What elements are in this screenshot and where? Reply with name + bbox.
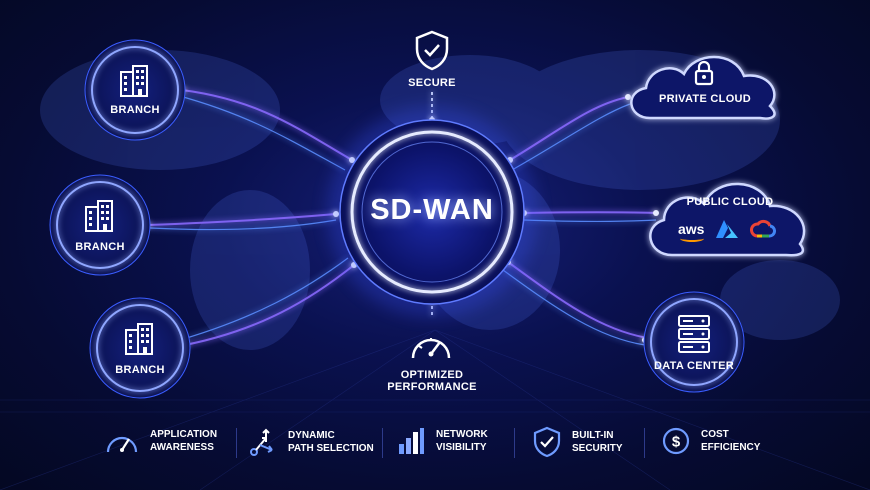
performance-label-line1: OPTIMIZED xyxy=(400,369,464,381)
aws-logo-text: aws xyxy=(678,221,705,237)
lock-icon xyxy=(694,60,714,86)
floor-grid xyxy=(0,329,870,490)
shield-check-icon xyxy=(415,30,449,71)
feature-line1: DYNAMIC xyxy=(288,430,335,441)
feature-line2: VISIBILITY xyxy=(436,442,487,453)
feature-line1: COST xyxy=(701,429,729,440)
cloud-provider-logos: aws xyxy=(678,218,777,242)
server-rack-icon xyxy=(678,315,710,353)
feature-line1: NETWORK xyxy=(436,429,488,440)
branch-label-3: BRANCH xyxy=(115,364,165,376)
dollar-coin-icon: $ xyxy=(662,427,690,455)
speedometer-icon xyxy=(106,436,138,453)
performance-label-line2: PERFORMANCE xyxy=(387,381,477,393)
branch-label-1: BRANCH xyxy=(110,104,160,116)
performance-label: OPTIMIZED PERFORMANCE xyxy=(372,369,492,393)
feature-application-awareness: APPLICATION AWARENESS xyxy=(104,426,217,456)
feature-divider xyxy=(514,428,515,458)
public-cloud-label: PUBLIC CLOUD xyxy=(686,196,774,208)
azure-logo-icon xyxy=(716,220,739,238)
building-icon xyxy=(125,323,153,355)
feature-line2: AWARENESS xyxy=(150,442,214,453)
branch-label-2: BRANCH xyxy=(75,241,125,253)
shield-check-icon xyxy=(533,426,561,458)
center-hub xyxy=(339,119,525,305)
gauge-icon xyxy=(411,338,451,359)
feature-line2: SECURITY xyxy=(572,443,623,454)
building-icon xyxy=(85,200,113,232)
aws-logo: aws xyxy=(678,221,705,242)
building-icon xyxy=(120,65,148,97)
feature-line1: APPLICATION xyxy=(150,429,218,440)
data-center-label: DATA CENTER xyxy=(653,360,735,372)
feature-divider xyxy=(644,428,645,458)
feature-cost-efficiency: $ COST EFFICIENCY xyxy=(661,426,760,456)
google-cloud-logo-icon xyxy=(750,219,777,238)
path-split-icon xyxy=(250,428,273,456)
bar-chart-icon xyxy=(399,428,424,454)
feature-line2: PATH SELECTION xyxy=(288,443,374,454)
private-cloud-label: PRIVATE CLOUD xyxy=(658,93,752,105)
feature-line2: EFFICIENCY xyxy=(701,442,761,453)
feature-divider xyxy=(382,428,383,458)
feature-dynamic-path-selection: DYNAMIC PATH SELECTION xyxy=(246,426,374,458)
feature-divider xyxy=(236,428,237,458)
feature-network-visibility: NETWORK VISIBILITY xyxy=(396,426,488,456)
svg-text:$: $ xyxy=(672,434,681,451)
feature-built-in-security: BUILT-IN SECURITY xyxy=(532,426,623,458)
center-title: SD-WAN xyxy=(370,194,494,226)
feature-line1: BUILT-IN xyxy=(572,430,614,441)
secure-label: SECURE xyxy=(408,77,456,89)
